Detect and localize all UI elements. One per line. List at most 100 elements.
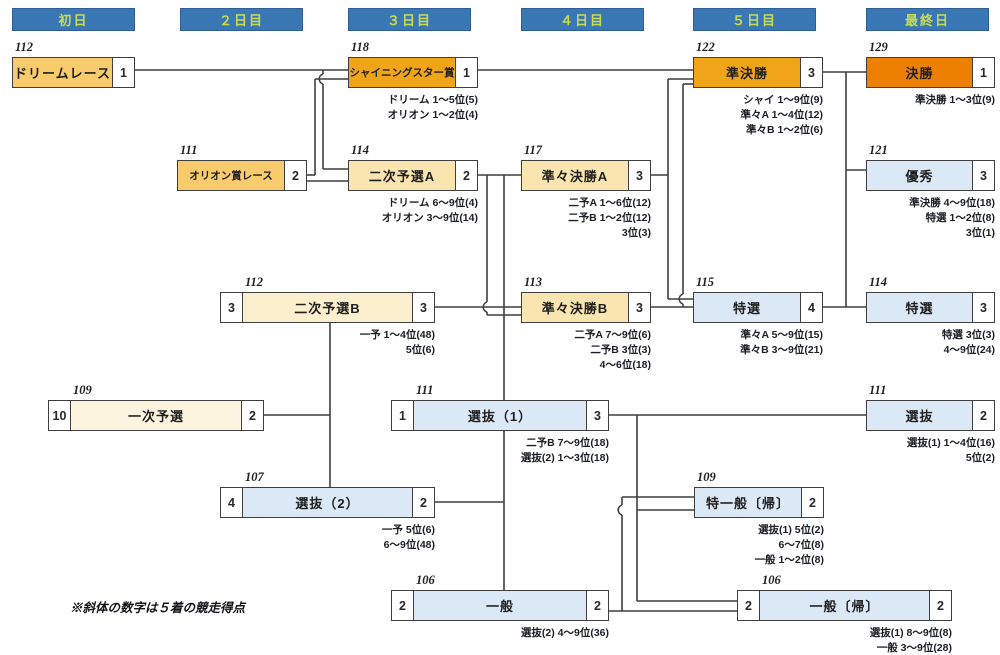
tokusen-final-advancement-line: 特選 3位(3) [941, 329, 995, 341]
senbatsu-1-left-count-cell: 1 [391, 400, 414, 431]
ippan-kaeri-left-count-cell: 2 [737, 590, 760, 621]
quarterfinal-b-advancement-labels: 二予A 7～9位(6) 二予B 3位(3) 4～6位(18) [574, 328, 651, 373]
second-qualifier-b-points: 112 [245, 275, 264, 289]
senbatsu-1-box: 選抜（1） [413, 400, 587, 431]
toku-ippan-kaeri-advancement-line: 6～7位(8) [778, 539, 824, 551]
tokusen-final-advancement-line: 4～9位(24) [943, 344, 995, 356]
second-qualifier-a-advancement-labels: ドリーム 6～9位(4)オリオン 3～9位(14) [382, 196, 478, 226]
footnote: ※斜体の数字は５着の競走得点 [70, 601, 246, 615]
second-qualifier-b-advancement-line: 5位(6) [405, 344, 435, 356]
final-points: 129 [869, 40, 888, 54]
second-qualifier-b-left-count-cell: 3 [220, 292, 243, 323]
senbatsu-final-right-count-cell: 2 [972, 400, 995, 431]
tokusen-day5-advancement-line: 準々B 3～9位(21) [740, 344, 823, 356]
quarterfinal-b-advancement-line: 二予B 3位(3) [590, 344, 651, 356]
final-advancement-labels: 準決勝 1～3位(9) [915, 93, 995, 108]
ippan-kaeri-advancement-labels: 選抜(1) 8～9位(8) 一般 3～9位(28) [870, 626, 952, 655]
senbatsu-2-points: 107 [245, 470, 264, 484]
line-crossing-hop [318, 73, 324, 85]
semifinal-advancement-line: シャイ 1～9位(9) [743, 94, 823, 106]
quarterfinal-b-advancement-line: 二予A 7～9位(6) [574, 329, 651, 341]
final-advancement-line: 準決勝 1～3位(9) [915, 94, 995, 106]
senbatsu-final-advancement-labels: 選抜(1) 1～4位(16) 5位(2) [907, 436, 995, 466]
shining-star-advancement-labels: ドリーム 1～5位(5)オリオン 1～2位(4) [388, 93, 478, 123]
dream-race-box: ドリームレース [12, 57, 113, 88]
orion-race-box: オリオン賞レース [177, 160, 285, 191]
senbatsu-2-box: 選抜（2） [242, 487, 413, 518]
quarterfinal-a-advancement-line: 二予B 1～2位(12) [568, 212, 651, 224]
ippan-left-count-cell: 2 [391, 590, 414, 621]
day-header-day-final: 最終日 [866, 8, 989, 31]
senbatsu-2-right-count-cell: 2 [412, 487, 435, 518]
tokusen-day5-box: 特選 [693, 292, 801, 323]
shining-star-right-count-cell: 1 [455, 57, 478, 88]
semifinal-box: 準決勝 [693, 57, 801, 88]
day-header-day-1: 初日 [12, 8, 135, 31]
first-qualifier-box: 一次予選 [70, 400, 242, 431]
senbatsu-final-points: 111 [869, 383, 887, 397]
dream-race-right-count-cell: 1 [112, 57, 135, 88]
ippan-right-count-cell: 2 [586, 590, 609, 621]
tokusen-final-points: 114 [869, 275, 888, 289]
second-qualifier-a-right-count-cell: 2 [455, 160, 478, 191]
second-qualifier-a-advancement-line: ドリーム 6～9位(4) [387, 197, 478, 209]
senbatsu-final-advancement-line: 5位(2) [965, 452, 995, 464]
semifinal-advancement-line: 準々B 1～2位(6) [745, 124, 823, 136]
quarterfinal-a-right-count-cell: 3 [628, 160, 651, 191]
quarterfinal-b-advancement-line: 4～6位(18) [599, 359, 651, 371]
day-header-day-5: ５日目 [693, 8, 816, 31]
semifinal-points: 122 [696, 40, 715, 54]
yushu-advancement-line: 特選 1～2位(8) [925, 212, 995, 224]
yushu-advancement-line: 3位(1) [965, 227, 995, 239]
ippan-advancement-line: 選抜(2) 4～9位(36) [520, 627, 609, 639]
second-qualifier-b-right-count-cell: 3 [412, 292, 435, 323]
ippan-kaeri-points: 106 [762, 573, 781, 587]
senbatsu-2-advancement-labels: 一予 5位(6)6～9位(48) [382, 523, 435, 553]
second-qualifier-a-box: 二次予選A [348, 160, 456, 191]
quarterfinal-a-advancement-line: 3位(3) [621, 227, 651, 239]
orion-race-right-count-cell: 2 [284, 160, 307, 191]
day-header-day-3: ３日目 [348, 8, 471, 31]
first-qualifier-points: 109 [73, 383, 92, 397]
line-crossing-hop [617, 504, 623, 516]
senbatsu-1-points: 111 [416, 383, 434, 397]
second-qualifier-a-points: 114 [351, 143, 370, 157]
senbatsu-final-advancement-line: 選抜(1) 1～4位(16) [906, 437, 995, 449]
first-qualifier-right-count-cell: 2 [241, 400, 264, 431]
shining-star-points: 118 [351, 40, 370, 54]
senbatsu-2-advancement-line: 6～9位(48) [383, 539, 435, 551]
ippan-kaeri-advancement-line: 一般 3～9位(28) [876, 642, 952, 654]
quarterfinal-b-points: 113 [524, 275, 543, 289]
tokusen-day5-advancement-line: 準々A 5～9位(15) [740, 329, 823, 341]
toku-ippan-kaeri-advancement-line: 一般 1～2位(8) [754, 554, 824, 566]
ippan-points: 106 [416, 573, 435, 587]
semifinal-advancement-line: 準々A 1～4位(12) [740, 109, 823, 121]
semifinal-right-count-cell: 3 [800, 57, 823, 88]
ippan-kaeri-box: 一般〔帰〕 [759, 590, 930, 621]
toku-ippan-kaeri-right-count-cell: 2 [801, 487, 824, 518]
shining-star-box: シャイニングスター賞 [348, 57, 456, 88]
ippan-kaeri-advancement-line: 選抜(1) 8～9位(8) [869, 627, 952, 639]
orion-race-points: 111 [180, 143, 198, 157]
tokusen-day5-advancement-labels: 準々A 5～9位(15) 準々B 3～9位(21) [740, 328, 823, 358]
quarterfinal-a-advancement-labels: 二予A 1～6位(12)二予B 1～2位(12)3位(3) [568, 196, 651, 241]
tokusen-final-advancement-labels: 特選 3位(3) 4～9位(24) [942, 328, 995, 358]
yushu-right-count-cell: 3 [972, 160, 995, 191]
final-right-count-cell: 1 [972, 57, 995, 88]
tokusen-day5-points: 115 [696, 275, 715, 289]
toku-ippan-kaeri-advancement-labels: 選抜(1) 5位(2)6～7位(8)一般 1～2位(8) [755, 523, 824, 568]
second-qualifier-b-advancement-labels: 一予 1～4位(48)5位(6) [360, 328, 435, 358]
senbatsu-1-right-count-cell: 3 [586, 400, 609, 431]
quarterfinal-a-points: 117 [524, 143, 543, 157]
senbatsu-1-advancement-line: 二予B 7～9位(18) [526, 437, 609, 449]
final-box: 決勝 [866, 57, 973, 88]
day-header-day-4: ４日目 [521, 8, 644, 31]
senbatsu-1-advancement-line: 選抜(2) 1～3位(18) [520, 452, 609, 464]
second-qualifier-b-box: 二次予選B [242, 292, 413, 323]
yushu-points: 121 [869, 143, 888, 157]
yushu-box: 優秀 [866, 160, 973, 191]
senbatsu-final-box: 選抜 [866, 400, 973, 431]
ippan-kaeri-right-count-cell: 2 [929, 590, 952, 621]
